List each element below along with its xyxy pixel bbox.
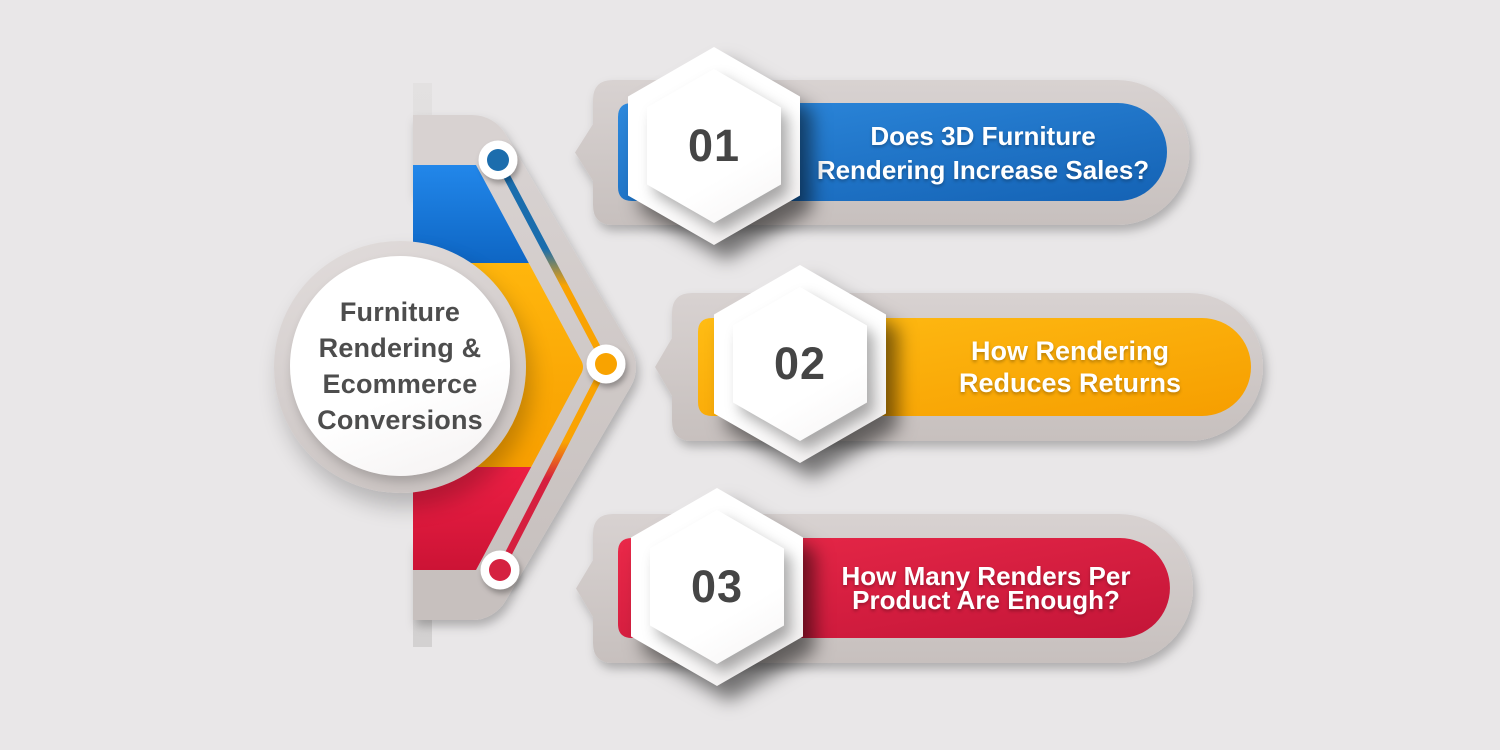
hexagon-inner (650, 510, 784, 664)
step-number-1: 01 (687, 120, 741, 171)
hub-title-line: Ecommerce (322, 369, 478, 399)
banner-title-1: Does 3D Furniture Rendering Increase Sal… (805, 119, 1161, 187)
timeline-dot-2 (586, 344, 626, 384)
timeline-dot-3 (480, 550, 520, 590)
timeline-dot-1 (478, 140, 518, 180)
banner-title-2: How Rendering Reduces Returns (895, 335, 1245, 399)
hexagon-inner (733, 287, 867, 441)
hexagon-badge-1: 01 (628, 47, 800, 245)
hexagon-badge-2: 02 (714, 265, 886, 463)
banner-title-3-line-1: How Many Renders Per (841, 561, 1131, 591)
hub-title: Furniture Rendering & Ecommerce Conversi… (317, 294, 483, 438)
hexagon-badge-3: 03 (631, 488, 803, 686)
banner-title-1-line-2: Rendering Increase Sales? (816, 155, 1150, 185)
banner-title-1-line-1: Does 3D Furniture (870, 121, 1096, 151)
banner-title-3: How Many Renders Per Product Are Enough? (813, 561, 1159, 615)
banner-title-2-line-1: How Rendering (970, 336, 1169, 366)
hexagon-inner (647, 69, 781, 223)
step-number-2: 02 (773, 338, 827, 389)
hub-inner-circle: Furniture Rendering & Ecommerce Conversi… (290, 256, 510, 476)
banner-title-3-line-2: Product Are Enough? (852, 585, 1120, 615)
banner-title-2-line-2: Reduces Returns (958, 368, 1182, 398)
hub-title-line: Furniture (339, 297, 461, 327)
hub-circle: Furniture Rendering & Ecommerce Conversi… (274, 241, 526, 493)
hub-title-line: Rendering & (318, 333, 482, 363)
step-number-3: 03 (690, 561, 744, 612)
hub-title-line: Conversions (317, 405, 483, 435)
